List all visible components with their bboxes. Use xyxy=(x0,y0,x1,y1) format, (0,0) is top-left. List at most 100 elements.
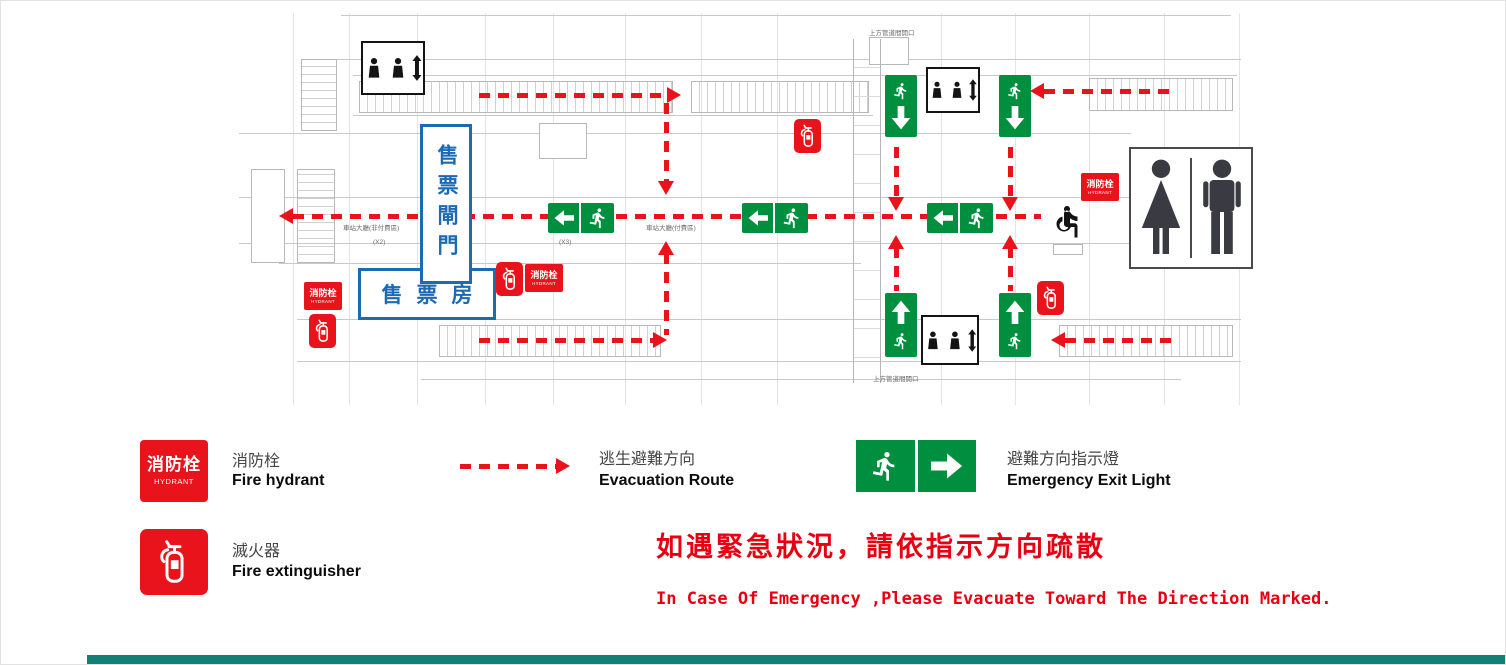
legend-fire-hydrant-icon: 消防栓 HYDRANT xyxy=(140,440,208,502)
stair-hatch xyxy=(301,59,337,131)
escalator-icon xyxy=(926,67,980,113)
hydrant-subtitle: HYDRANT xyxy=(532,280,556,286)
plan-line xyxy=(1089,13,1090,405)
plan-line xyxy=(417,13,418,405)
evacuation-route-arrow xyxy=(664,103,669,183)
man-icon xyxy=(1196,158,1248,258)
fire-extinguisher-icon xyxy=(309,314,336,348)
plan-line xyxy=(341,15,1231,16)
hydrant-title: 消防栓 xyxy=(1086,179,1114,190)
legend-arrowhead-right xyxy=(556,458,570,474)
plan-small-label: (X3) xyxy=(559,239,572,246)
person-icon xyxy=(363,56,385,80)
person-icon xyxy=(923,330,943,351)
arrowhead-up xyxy=(658,241,674,255)
up-down-arrow-icon xyxy=(411,53,423,83)
plan-small-label: (X2) xyxy=(373,239,386,246)
running-man-icon xyxy=(892,82,910,100)
evacuation-route-arrow xyxy=(1065,338,1179,343)
escalator-icon xyxy=(921,315,979,365)
emergency-notice-en: In Case Of Emergency ,Please Evacuate To… xyxy=(656,589,1332,609)
extinguisher-glyph xyxy=(153,535,195,589)
plan-line xyxy=(625,13,626,405)
exit-light-sign-left xyxy=(742,203,808,233)
fire-extinguisher-icon xyxy=(1037,281,1064,315)
hydrant-subtitle: HYDRANT xyxy=(1088,189,1112,195)
evacuation-route-arrow xyxy=(894,247,899,291)
evacuation-route-arrow xyxy=(479,93,669,98)
legend-hydrant-zh: 消防栓 xyxy=(232,453,281,470)
plan-line xyxy=(239,243,1131,244)
pipe-shaft xyxy=(853,39,881,383)
restroom-divider xyxy=(1190,158,1192,258)
evacuation-route-arrow xyxy=(1008,147,1013,199)
running-man-icon xyxy=(966,207,988,229)
woman-icon xyxy=(1135,158,1187,258)
bottom-accent-bar xyxy=(87,655,1505,664)
escalator-icon xyxy=(361,41,425,95)
exit-arrow-down-icon xyxy=(1003,106,1027,130)
plan-small-label: 車站大廳(非付費區) xyxy=(343,225,400,232)
arrowhead-left xyxy=(279,208,293,224)
exit-light-sign-left xyxy=(548,203,614,233)
evacuation-route-arrow xyxy=(664,253,669,335)
exit-arrow-up-icon xyxy=(1003,300,1027,324)
arrowhead-right xyxy=(667,87,681,103)
ticket-office-label: 售票房 xyxy=(381,284,487,307)
hydrant-title: 消防栓 xyxy=(530,270,558,281)
legend-exit-light-icon xyxy=(856,440,976,492)
arrowhead-up xyxy=(1002,235,1018,249)
legend-extinguisher-zh: 滅火器 xyxy=(232,543,281,560)
hydrant-subtitle: HYDRANT xyxy=(154,476,194,486)
plan-small-label: 上方管道間開口 xyxy=(873,376,919,383)
plan-line xyxy=(239,197,1131,198)
up-down-arrow-icon xyxy=(968,77,978,103)
plan-line xyxy=(353,115,873,116)
extinguisher-glyph xyxy=(499,265,521,293)
person-icon xyxy=(387,56,409,80)
legend-route-arrow xyxy=(460,464,556,469)
extinguisher-glyph xyxy=(1040,284,1062,312)
restroom-icon xyxy=(1129,147,1253,269)
plan-line xyxy=(349,13,350,405)
extinguisher-glyph xyxy=(312,317,334,345)
running-man-icon xyxy=(1006,332,1024,350)
fire-hydrant-icon: 消防栓 HYDRANT xyxy=(1081,173,1119,201)
plan-line xyxy=(293,13,294,405)
extinguisher-glyph xyxy=(797,122,819,150)
wheelchair-icon xyxy=(1049,203,1085,239)
arrowhead-left xyxy=(1051,332,1065,348)
fire-hydrant-icon: 消防栓 HYDRANT xyxy=(304,282,342,310)
plan-box xyxy=(1053,244,1083,255)
arrowhead-up xyxy=(888,235,904,249)
fire-extinguisher-icon xyxy=(496,262,523,296)
exit-arrow-left-icon xyxy=(933,208,953,228)
walkway-hatch xyxy=(1089,78,1233,111)
exit-light-sign-up xyxy=(999,293,1031,357)
fire-extinguisher-icon xyxy=(794,119,821,153)
arrowhead-left xyxy=(1030,83,1044,99)
plan-line xyxy=(297,319,1241,320)
evacuation-route-arrow xyxy=(1008,247,1013,291)
exit-arrow-left-icon xyxy=(554,208,574,228)
legend-extinguisher-en: Fire extinguisher xyxy=(232,563,361,580)
evacuation-route-arrow xyxy=(479,338,655,343)
ticket-gate-box: 售票閘門 xyxy=(420,124,472,284)
hydrant-title: 消防栓 xyxy=(147,455,201,475)
running-man-icon xyxy=(1006,82,1024,100)
legend-hydrant-en: Fire hydrant xyxy=(232,472,325,489)
plan-small-label: 上方管道間開口 xyxy=(869,30,915,37)
plan-small-label: 車站大廳(付費區) xyxy=(646,225,696,232)
exit-light-sign-down xyxy=(999,75,1031,137)
running-man-icon xyxy=(869,450,901,482)
hydrant-subtitle: HYDRANT xyxy=(311,298,335,304)
plan-box xyxy=(539,123,587,159)
running-man-icon xyxy=(781,207,803,229)
exit-arrow-left-icon xyxy=(748,208,768,228)
sign-divider xyxy=(914,440,918,492)
plan-line xyxy=(353,75,1237,76)
arrowhead-down xyxy=(1002,197,1018,211)
arrowhead-right xyxy=(653,332,667,348)
running-man-icon xyxy=(587,207,609,229)
